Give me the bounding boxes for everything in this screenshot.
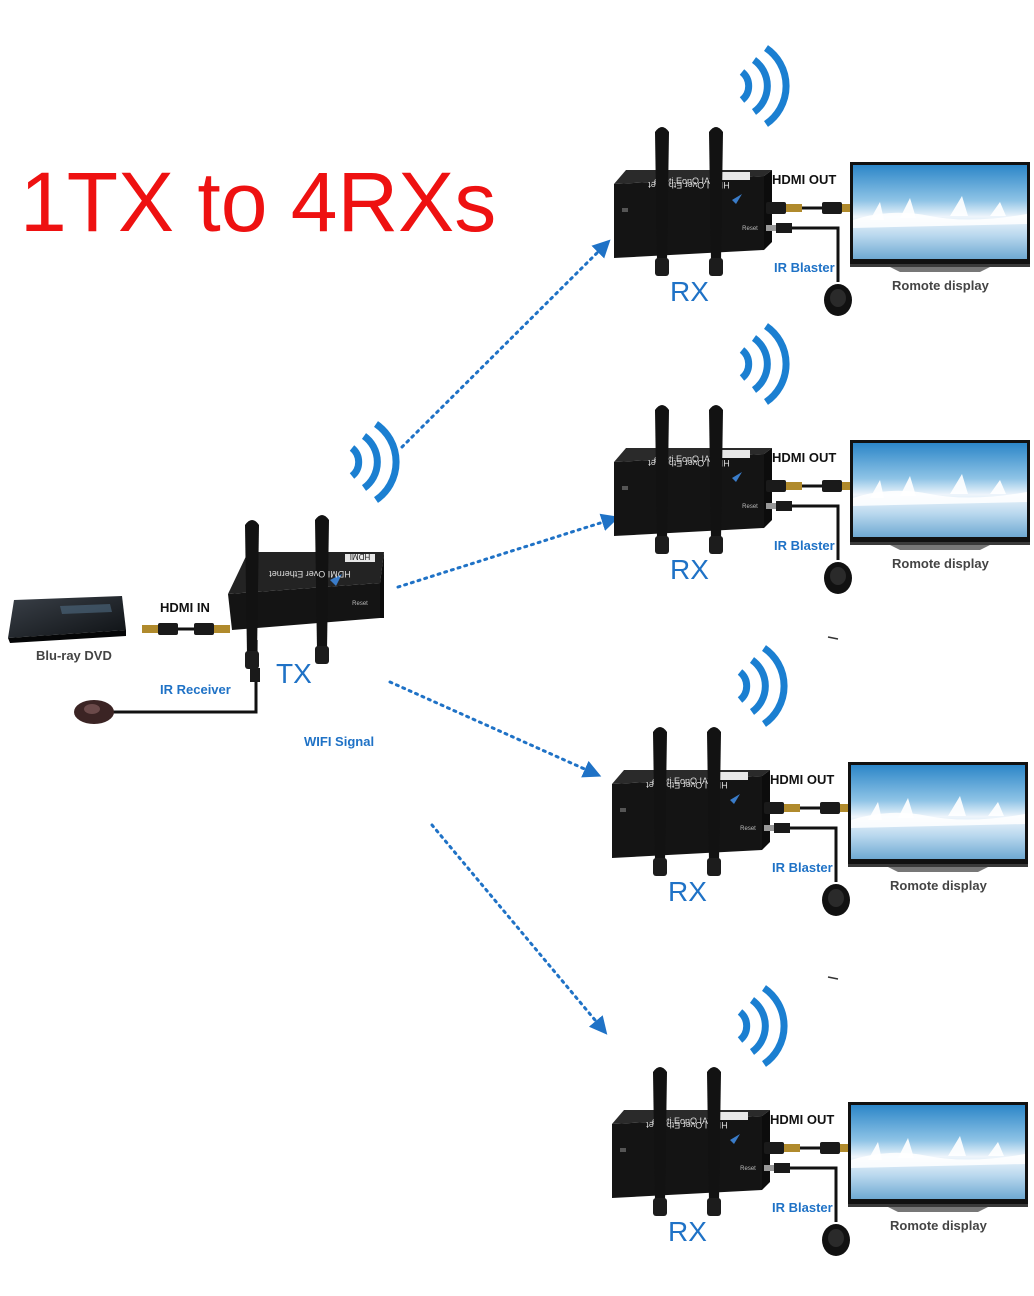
- rx-box: HDMI Over Ethernet: [612, 770, 770, 858]
- rx-antenna-left: [655, 127, 669, 276]
- rx-ir-blaster-cable: [766, 223, 852, 316]
- hdmi-out-label: HDMI OUT: [772, 450, 837, 465]
- wifi-link-3: [388, 680, 602, 778]
- remote-display-tv: [848, 762, 1028, 872]
- rx-antenna-right: [709, 405, 723, 554]
- ir-blaster-icon: [822, 1224, 850, 1256]
- rx-antenna-left: [653, 1067, 667, 1216]
- rx-hdmi-cable: [766, 480, 858, 492]
- rx-label: RX: [668, 876, 707, 907]
- rx-case-text: HDMI Over Ethernet: [648, 458, 730, 468]
- rx-hdmi-cable: [764, 1142, 856, 1154]
- hdmi-out-label: HDMI OUT: [770, 772, 835, 787]
- display-label: Romote display: [892, 278, 989, 293]
- rx-case-text: HDMI Over Ethernet: [646, 1120, 728, 1130]
- rx-wifi-waves-icon: [740, 648, 784, 724]
- decor-dash: [827, 636, 839, 640]
- ir-blaster-label: IR Blaster: [774, 538, 835, 553]
- wifi-link-4: [430, 823, 608, 1035]
- rx-label: RX: [668, 1216, 707, 1247]
- rx-hdmi-cable: [766, 202, 858, 214]
- ir-receiver-label: IR Receiver: [160, 682, 231, 697]
- remote-display-tv: [850, 440, 1030, 550]
- rx-box: HDMI Over Ethernet: [614, 448, 772, 536]
- rx-antenna-left: [653, 727, 667, 876]
- rx-antenna-left: [655, 405, 669, 554]
- tx-case-text: HDMI Over Ethernet: [269, 569, 351, 579]
- rx-case-text: HDMI Over Ethernet: [648, 180, 730, 190]
- ir-blaster-icon: [824, 284, 852, 316]
- rx-antenna-right: [709, 127, 723, 276]
- bluray-player: [8, 596, 126, 643]
- ir-blaster-icon: [824, 562, 852, 594]
- rx-wifi-waves-icon: [742, 326, 786, 402]
- display-label: Romote display: [892, 556, 989, 571]
- ir-blaster-icon: [822, 884, 850, 916]
- receiver-unit-3: HDMI Over Ethernet: [612, 648, 1028, 916]
- decor-dash: [827, 976, 839, 980]
- tx-antenna-right: [315, 515, 329, 664]
- remote-display-tv: [848, 1102, 1028, 1212]
- display-label: Romote display: [890, 878, 987, 893]
- display-label: Romote display: [890, 1218, 987, 1233]
- rx-ir-blaster-cable: [764, 1163, 850, 1256]
- bluray-hdmi-cable: [142, 623, 230, 635]
- tx-unit: [228, 515, 384, 669]
- tx-reset-text: Reset: [352, 601, 368, 607]
- diagram-title: 1TX to 4RXs: [20, 155, 497, 249]
- hdmi-out-label: HDMI OUT: [770, 1112, 835, 1127]
- ir-blaster-label: IR Blaster: [774, 260, 835, 275]
- rx-box: HDMI Over Ethernet: [612, 1110, 770, 1198]
- rx-label: RX: [670, 554, 709, 585]
- ir-blaster-label: IR Blaster: [772, 860, 833, 875]
- tx-antenna-left: [245, 520, 259, 669]
- tx-case-top-text: HDMI: [350, 552, 370, 561]
- rx-hdmi-cable: [764, 802, 856, 814]
- hdmi-in-label: HDMI IN: [160, 600, 210, 615]
- rx-ir-blaster-cable: [764, 823, 850, 916]
- bluray-label: Blu-ray DVD: [36, 648, 112, 663]
- rx-wifi-waves-icon: [742, 48, 786, 124]
- rx-case-text: HDMI Over Ethernet: [646, 780, 728, 790]
- rx-wifi-waves-icon: [740, 988, 784, 1064]
- receiver-unit-4: HDMI Over Ethernet: [612, 988, 1028, 1256]
- wifi-link-2: [396, 513, 620, 589]
- rx-ir-blaster-cable: [766, 501, 852, 594]
- ir-blaster-label: IR Blaster: [772, 1200, 833, 1215]
- tx-wifi-waves-icon: [352, 424, 396, 500]
- tx-label: TX: [276, 658, 312, 689]
- rx-antenna-right: [707, 1067, 721, 1216]
- wifi-signal-label: WIFI Signal: [304, 734, 375, 749]
- wifi-link-1: [400, 239, 611, 449]
- rx-antenna-right: [707, 727, 721, 876]
- rx-box: HDMI Over Ethernet: [614, 170, 772, 258]
- receiver-unit-1: HDMI Over Ethernet: [614, 48, 1030, 316]
- remote-display-tv: [850, 162, 1030, 272]
- hdmi-out-label: HDMI OUT: [772, 172, 837, 187]
- rx-label: RX: [670, 276, 709, 307]
- receiver-unit-2: HDMI Over Ethernet: [614, 326, 1030, 594]
